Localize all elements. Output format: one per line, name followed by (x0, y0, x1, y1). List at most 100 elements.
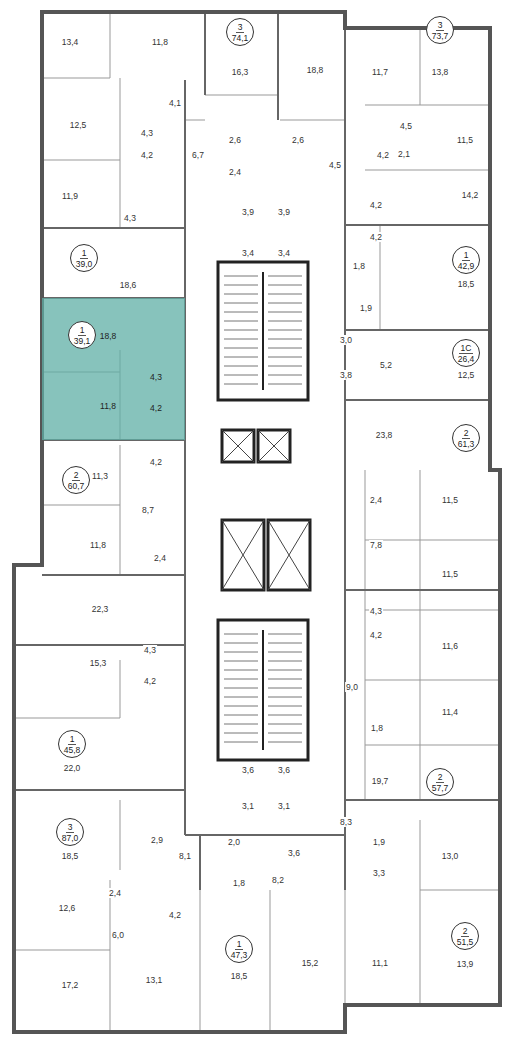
stair-step (268, 652, 302, 653)
stair-step (268, 697, 302, 698)
stair-step (224, 706, 258, 707)
room-area: 2,9 (150, 835, 164, 845)
stair-step (268, 643, 302, 644)
stair-step (224, 688, 258, 689)
room-area: 3,9 (277, 207, 291, 217)
room-area: 1,8 (370, 723, 384, 733)
apartment-area: 39,1 (74, 336, 91, 346)
room-area: 4,2 (376, 150, 390, 160)
room-area: 3,6 (277, 765, 291, 775)
stair-step (224, 366, 258, 367)
apartment-area: 60,7 (68, 481, 85, 491)
room-area: 3,8 (339, 370, 353, 380)
room-area: 11,5 (441, 495, 459, 505)
room-area: 1,8 (232, 878, 246, 888)
stair-step (268, 312, 302, 313)
room-area: 11,5 (456, 135, 474, 145)
room-area: 13,4 (61, 37, 80, 47)
room-area: 9,0 (345, 682, 359, 692)
room-area: 5,2 (379, 360, 393, 370)
room-area: 11,4 (441, 707, 459, 717)
room-area: 11,6 (441, 641, 459, 651)
stair-step (224, 303, 258, 304)
stair-step (268, 357, 302, 358)
stair-step (268, 733, 302, 734)
room-area: 4,3 (123, 213, 137, 223)
room-area: 11,3 (91, 471, 109, 481)
room-partitions (14, 12, 500, 1032)
room-area: 4,2 (369, 200, 383, 210)
apartment-badge: 387,0 (56, 818, 84, 846)
room-area: 12,6 (58, 903, 77, 913)
stair-step (224, 357, 258, 358)
outer-wall (14, 12, 500, 1032)
room-area: 18,5 (457, 279, 476, 289)
room-area: 1,9 (372, 837, 386, 847)
apartment-badge: 374,1 (226, 18, 254, 46)
stair-step (268, 276, 302, 277)
stair-step (268, 339, 302, 340)
apartment-area: 74,1 (232, 33, 249, 43)
stair-step (268, 742, 302, 743)
stair-step (224, 312, 258, 313)
stair-step (224, 715, 258, 716)
room-area: 18,6 (119, 280, 138, 290)
stair-step (224, 679, 258, 680)
room-area: 15,2 (301, 958, 320, 968)
room-area: 22,3 (91, 604, 110, 614)
room-area: 4,3 (150, 372, 162, 382)
room-area: 2,4 (228, 167, 242, 177)
apartment-badge: 139,1 (68, 321, 96, 349)
stair-step (268, 661, 302, 662)
apartment-badge: 142,9 (452, 246, 480, 274)
stair-step (268, 321, 302, 322)
apartment-area: 45,8 (64, 745, 81, 755)
room-area: 8,2 (271, 875, 285, 885)
room-area: 12,5 (457, 370, 476, 380)
stair-step (224, 339, 258, 340)
stair-step (268, 715, 302, 716)
elevator-marks (222, 430, 310, 590)
room-area: 11,7 (371, 67, 389, 77)
room-area: 4,2 (143, 676, 157, 686)
room-area: 2,6 (228, 135, 242, 145)
stair-step (224, 348, 258, 349)
room-area: 18,5 (230, 971, 249, 981)
apartment-area: 61,3 (458, 439, 475, 449)
stair-step (224, 276, 258, 277)
stair-step (268, 670, 302, 671)
room-count: 3 (236, 22, 245, 33)
room-area: 1,9 (359, 303, 373, 313)
stair-step (224, 643, 258, 644)
room-area: 2,4 (153, 553, 167, 563)
apartment-walls (14, 12, 500, 890)
room-area: 3,1 (241, 801, 255, 811)
room-area: 15,3 (89, 658, 108, 668)
room-area: 3,0 (339, 335, 353, 345)
apartment-badge: 251,5 (451, 922, 479, 950)
stair-core (218, 262, 310, 760)
apartment-badge: 257,7 (426, 768, 454, 796)
room-count: 1 (78, 325, 87, 336)
room-area: 22,0 (63, 763, 82, 773)
room-area: 3,9 (241, 207, 255, 217)
room-area: 4,2 (369, 232, 383, 242)
room-area: 11,1 (371, 958, 389, 968)
stair-step (268, 330, 302, 331)
room-area: 1,8 (352, 261, 366, 271)
room-area: 2,4 (108, 888, 122, 898)
apartment-area: 39,0 (76, 259, 93, 269)
room-area: 3,1 (277, 801, 291, 811)
stair-step (224, 330, 258, 331)
stair-step (268, 679, 302, 680)
apartment-area: 73,7 (432, 31, 449, 41)
apartment-badge: 373,7 (426, 16, 454, 44)
stair-step (224, 285, 258, 286)
room-count: 3 (436, 20, 445, 31)
stair-step (224, 742, 258, 743)
room-area: 4,3 (140, 128, 154, 138)
stair-divider (262, 272, 264, 390)
room-area: 2,0 (227, 837, 241, 847)
room-area: 3,6 (287, 848, 301, 858)
stair-step (224, 634, 258, 635)
